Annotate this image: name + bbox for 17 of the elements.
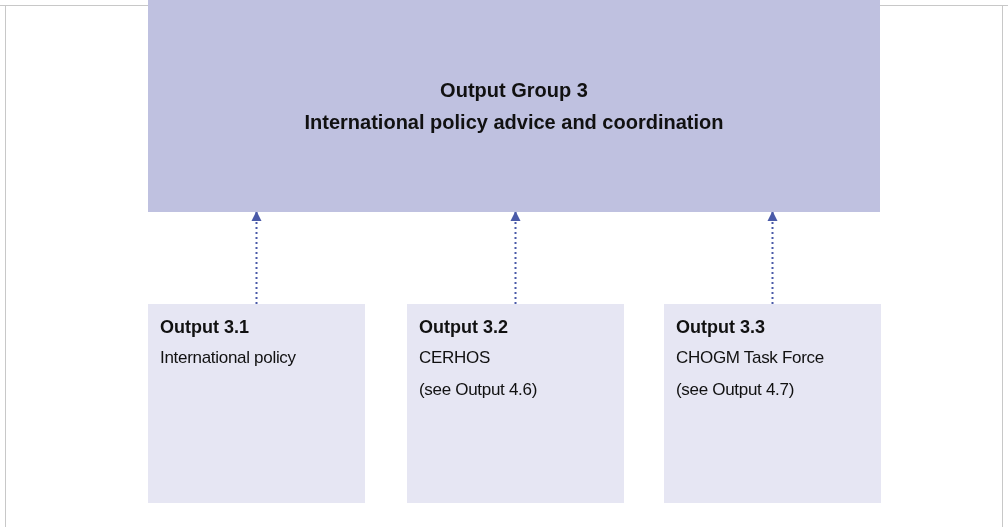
- description: (see Output 4.7): [676, 379, 796, 401]
- output-box: [664, 304, 881, 503]
- arrow: [251, 211, 262, 305]
- group-box: [148, 0, 880, 212]
- description: International policy advice and coordination: [304, 110, 724, 135]
- heading: Output 3.2: [419, 316, 509, 339]
- arrow: [767, 211, 778, 305]
- description: (see Output 4.6): [419, 379, 539, 401]
- heading: Output Group 3: [440, 78, 588, 103]
- heading: Output 3.3: [676, 316, 766, 339]
- output-box: [148, 304, 365, 503]
- description: CHOGM Task Force: [676, 347, 825, 369]
- heading: Output 3.1: [160, 316, 250, 339]
- output-box: [407, 304, 624, 503]
- description: CERHOS: [419, 347, 491, 369]
- description: International policy: [160, 347, 297, 369]
- arrow: [510, 211, 521, 305]
